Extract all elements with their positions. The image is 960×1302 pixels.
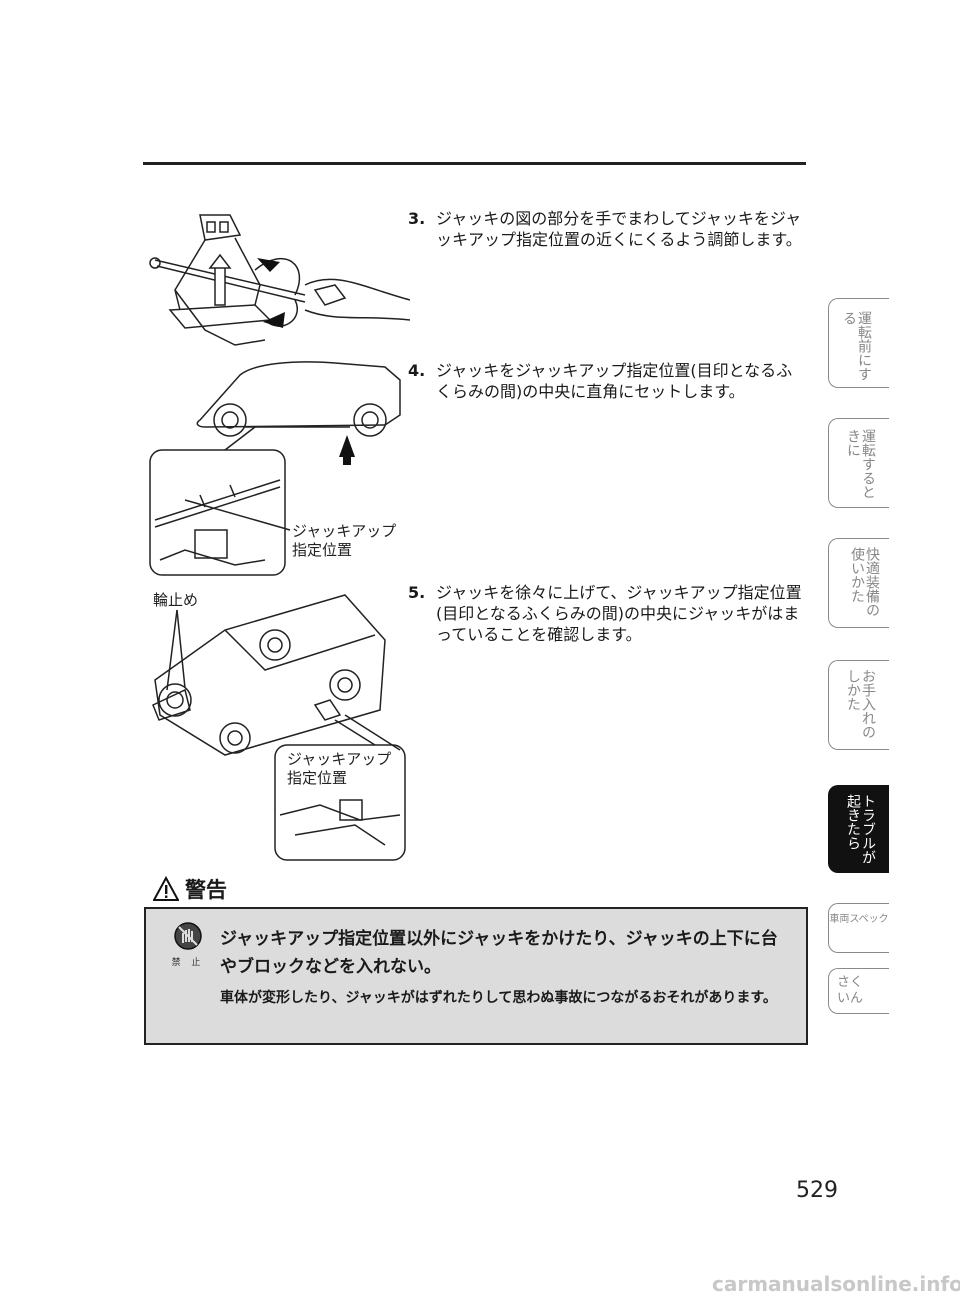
warning-title: 警告 <box>185 878 227 902</box>
warning-box: 禁 止 ジャッキアップ指定位置以外にジャッキをかけたり、ジャッキの上下に台やブロ… <box>144 907 808 1045</box>
tab-troubleshooting[interactable]: トラブルが起きたら <box>828 785 889 873</box>
page-number: 529 <box>796 1178 838 1203</box>
tab-specifications[interactable]: 車両スペック <box>828 903 889 953</box>
step-4: 4.ジャッキをジャッキアップ指定位置(目印となるふくらみの間)の中央に直角にセッ… <box>408 361 793 401</box>
fig2-callout: ジャッキアップ 指定位置 <box>292 522 397 560</box>
tab-before-driving[interactable]: 運転前にする <box>828 298 889 388</box>
prohibited-hand-icon <box>174 922 202 950</box>
tab-maintenance[interactable]: お手入れのしかた <box>828 660 889 750</box>
step-5: 5.ジャッキを徐々に上げて、ジャッキアップ指定位置(目印となるふくらみの間)の中… <box>408 583 802 644</box>
tab-index[interactable]: さくいん <box>828 968 889 1014</box>
tab-comfort-features[interactable]: 快適装備の使いかた <box>828 538 889 628</box>
warning-main-text: ジャッキアップ指定位置以外にジャッキをかけたり、ジャッキの上下に台やブロックなど… <box>220 929 778 977</box>
prohibition-label: 禁 止 <box>171 958 205 968</box>
warning-heading: 警告 <box>153 876 227 902</box>
footer-watermark: carmanualsonline.info <box>712 1272 960 1296</box>
warning-sub-text: 車体が変形したり、ジャッキがはずれたりして思わぬ事故につながるおそれがあります。 <box>220 990 777 1006</box>
warning-triangle-icon <box>153 876 179 901</box>
fig3-wheelchock-label: 輪止め <box>153 591 199 609</box>
jack-point-obliqueview-illustration <box>152 594 406 861</box>
top-rule <box>143 162 806 165</box>
prohibition-badge: 禁 止 <box>168 921 208 968</box>
fig3-callout: ジャッキアップ 指定位置 <box>287 750 392 788</box>
step-3: 3.ジャッキの図の部分を手でまわしてジャッキをジャッキアップ指定位置の近くにくる… <box>408 209 802 249</box>
jack-point-sideview-illustration <box>149 361 401 576</box>
tab-while-driving[interactable]: 運転するときに <box>828 418 889 508</box>
jack-crank-illustration <box>149 214 410 346</box>
